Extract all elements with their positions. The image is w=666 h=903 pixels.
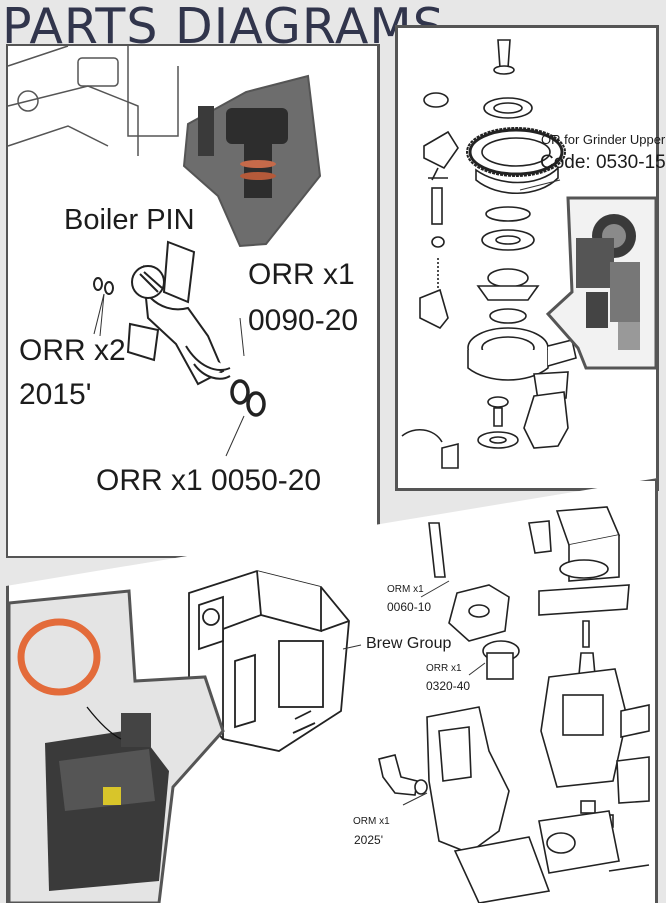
orr-x1-upper-code: 0090-20 bbox=[248, 304, 359, 337]
brew-group-housing bbox=[188, 570, 350, 752]
o-rings bbox=[93, 277, 266, 417]
oring-pointer-line bbox=[86, 706, 122, 740]
brew-group-exploded-parts bbox=[378, 506, 650, 903]
orr-x2-label: ORR x2 bbox=[19, 334, 126, 367]
brew-photo-detail bbox=[45, 713, 169, 891]
grinder-photo-detail bbox=[576, 214, 640, 350]
orr-x2-code: 2015' bbox=[19, 378, 92, 411]
orr-x1-mid-code: 0320-40 bbox=[426, 679, 471, 693]
leader-lines bbox=[93, 293, 245, 457]
background-machine-sketch bbox=[7, 45, 179, 156]
boiler-pin-label: Boiler PIN bbox=[64, 204, 195, 236]
boiler-pin-part bbox=[126, 240, 231, 386]
orm-x1-upper-code: 0060-10 bbox=[387, 600, 432, 614]
grinder-panel: OR for Grinder Upper Code: 0530-15 bbox=[395, 25, 666, 491]
brew-group-diagram bbox=[9, 506, 650, 903]
orr-x1-upper-label: ORR x1 bbox=[248, 258, 355, 291]
boiler-pin-panel: Boiler PIN ORR x2 2015' ORR x1 0090-20 O… bbox=[6, 44, 380, 558]
orange-oring-photo bbox=[17, 618, 101, 696]
orr-x1-lower-label: ORR x1 0050-20 bbox=[96, 464, 322, 497]
brew-group-leader-line bbox=[342, 644, 362, 650]
grinder-upper-oring bbox=[466, 127, 566, 177]
grinder-oring-label: OR for Grinder Upper bbox=[541, 132, 666, 147]
boiler-pin-diagram bbox=[7, 45, 322, 457]
grinder-leader-line bbox=[519, 179, 561, 191]
brew-group-label: Brew Group bbox=[366, 635, 452, 652]
brew-leader-lines bbox=[402, 580, 486, 806]
grinder-diagram bbox=[401, 39, 658, 469]
orm-x1-lower-code: 2025' bbox=[354, 833, 383, 847]
grinder-oring-code: Code: 0530-15 bbox=[540, 152, 666, 173]
orm-x1-lower-label: ORM x1 bbox=[353, 816, 390, 827]
grinder-exploded-parts bbox=[401, 39, 577, 469]
orr-x1-mid-label: ORR x1 bbox=[426, 663, 462, 674]
boiler-photo-detail bbox=[198, 106, 288, 198]
orm-x1-upper-label: ORM x1 bbox=[387, 584, 424, 595]
